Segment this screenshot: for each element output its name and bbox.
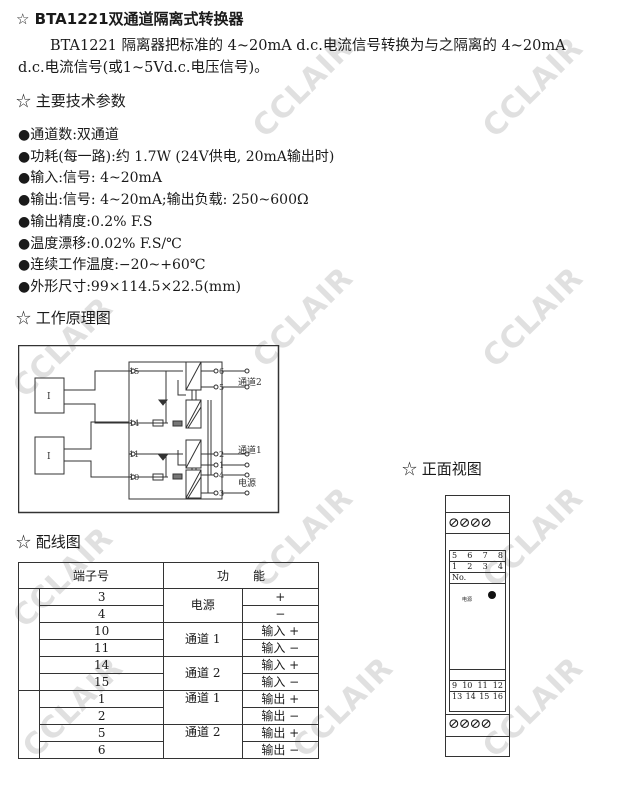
terminal-label: 14 bbox=[129, 419, 139, 428]
serial-number-label: No. bbox=[450, 573, 505, 584]
terminal-number: 1 bbox=[452, 562, 458, 571]
terminal-number: 15 bbox=[479, 692, 490, 701]
terminal-label: 11 bbox=[129, 450, 139, 459]
terminal-number: 4 bbox=[497, 562, 503, 571]
terminal-label: 2 bbox=[219, 450, 224, 459]
terminal-number: 16 bbox=[492, 692, 503, 701]
function-cell: 输入 + bbox=[241, 656, 320, 674]
terminal-number: 9 bbox=[452, 681, 458, 690]
terminal-number: 11 bbox=[477, 681, 488, 690]
terminal-number: 10 bbox=[462, 681, 473, 690]
terminal-cell: 6 bbox=[39, 741, 164, 759]
terminal-cell: 14 bbox=[39, 656, 164, 674]
circuit-diagram: 15 14 11 10 6 5 2 1 4 3 通道2 通道1 电源 I I bbox=[18, 345, 280, 514]
function-cell: 输入 + bbox=[241, 622, 320, 640]
group-cell: 通道 1 bbox=[163, 690, 243, 725]
screw-terminals-bottom: ⊘⊘⊘⊘ bbox=[448, 716, 492, 732]
power-led-icon bbox=[488, 591, 496, 599]
terminal-label: 10 bbox=[129, 473, 139, 482]
specs-heading: ☆ 主要技术参数 bbox=[16, 92, 126, 110]
wiring-heading: ☆ 配线图 bbox=[16, 533, 81, 551]
function-cell: − bbox=[241, 605, 320, 623]
spec-item: ●温度漂移:0.02% F.S/℃ bbox=[18, 236, 182, 252]
spec-item: ●输出:信号: 4~20mA;输出负载: 250~600Ω bbox=[18, 192, 309, 208]
source-label: I bbox=[47, 452, 51, 462]
terminal-cell: 3 bbox=[39, 588, 164, 606]
power-label: 电源 bbox=[238, 477, 256, 489]
function-cell: 输出 − bbox=[241, 707, 320, 725]
intro-line-1: BTA1221 隔离器把标准的 4~20mA d.c.电流信号转换为与之隔离的 … bbox=[50, 38, 566, 54]
terminal-cell: 5 bbox=[39, 724, 164, 742]
spec-item: ●通道数:双通道 bbox=[18, 127, 119, 143]
function-cell: 输入 − bbox=[241, 639, 320, 657]
current-source-ch1 bbox=[34, 436, 65, 475]
function-cell: 输出 + bbox=[241, 724, 320, 742]
spec-item: ●连续工作温度:−20~+60℃ bbox=[18, 257, 206, 273]
terminal-number: 8 bbox=[497, 551, 503, 560]
front-view-heading: ☆ 正面视图 bbox=[402, 460, 482, 478]
terminal-number: 5 bbox=[452, 551, 458, 560]
group-cell: 通道 2 bbox=[163, 656, 243, 691]
terminal-label: 1 bbox=[219, 461, 224, 470]
spec-item: ●输入:信号: 4~20mA bbox=[18, 170, 162, 186]
terminal-label: 4 bbox=[219, 471, 224, 480]
terminal-cell: 2 bbox=[39, 707, 164, 725]
document-title: ☆ BTA1221双通道隔离式转换器 bbox=[16, 10, 244, 28]
spec-item: ●外形尺寸:99×114.5×22.5(mm) bbox=[18, 279, 241, 295]
terminal-cell: 11 bbox=[39, 639, 164, 657]
terminal-number: 7 bbox=[482, 551, 488, 560]
spec-item: ●输出精度:0.2% F.S bbox=[18, 214, 153, 230]
terminal-number: 14 bbox=[465, 692, 476, 701]
terminal-number: 3 bbox=[482, 562, 488, 571]
terminal-label: 5 bbox=[219, 383, 224, 392]
header-terminal: 端子号 bbox=[18, 562, 164, 589]
terminal-number: 2 bbox=[467, 562, 473, 571]
power-indicator-label: 电源 bbox=[462, 597, 473, 603]
terminal-number: 12 bbox=[492, 681, 503, 690]
intro-line-2: d.c.电流信号(或1~5Vd.c.电压信号)。 bbox=[18, 60, 269, 76]
principle-heading: ☆ 工作原理图 bbox=[16, 309, 111, 327]
terminal-cell: 15 bbox=[39, 673, 164, 691]
group-cell: 电源 bbox=[163, 588, 243, 623]
group-cell: 通道 1 bbox=[163, 622, 243, 657]
source-label: I bbox=[47, 392, 51, 402]
function-cell: 输入 − bbox=[241, 673, 320, 691]
current-source-ch2 bbox=[34, 377, 65, 414]
function-cell: + bbox=[241, 588, 320, 606]
watermark: CCLAIR bbox=[476, 260, 591, 375]
terminal-cell: 10 bbox=[39, 622, 164, 640]
terminal-number: 13 bbox=[452, 692, 463, 701]
terminal-label: 3 bbox=[219, 489, 224, 498]
terminal-number: 6 bbox=[467, 551, 473, 560]
spec-item: ●功耗(每一路):约 1.7W (24V供电, 20mA输出时) bbox=[18, 149, 335, 165]
screw-terminals-top: ⊘⊘⊘⊘ bbox=[448, 515, 492, 531]
terminal-cell: 1 bbox=[39, 690, 164, 708]
channel2-label: 通道2 bbox=[238, 376, 262, 388]
function-cell: 输出 + bbox=[241, 690, 320, 708]
header-function: 功 能 bbox=[163, 562, 319, 589]
terminal-label: 15 bbox=[129, 367, 139, 376]
terminal-cell: 4 bbox=[39, 605, 164, 623]
terminal-label: 6 bbox=[219, 367, 224, 376]
group-cell: 通道 2 bbox=[163, 724, 243, 759]
function-cell: 输出 − bbox=[241, 741, 320, 759]
channel1-label: 通道1 bbox=[238, 444, 262, 456]
